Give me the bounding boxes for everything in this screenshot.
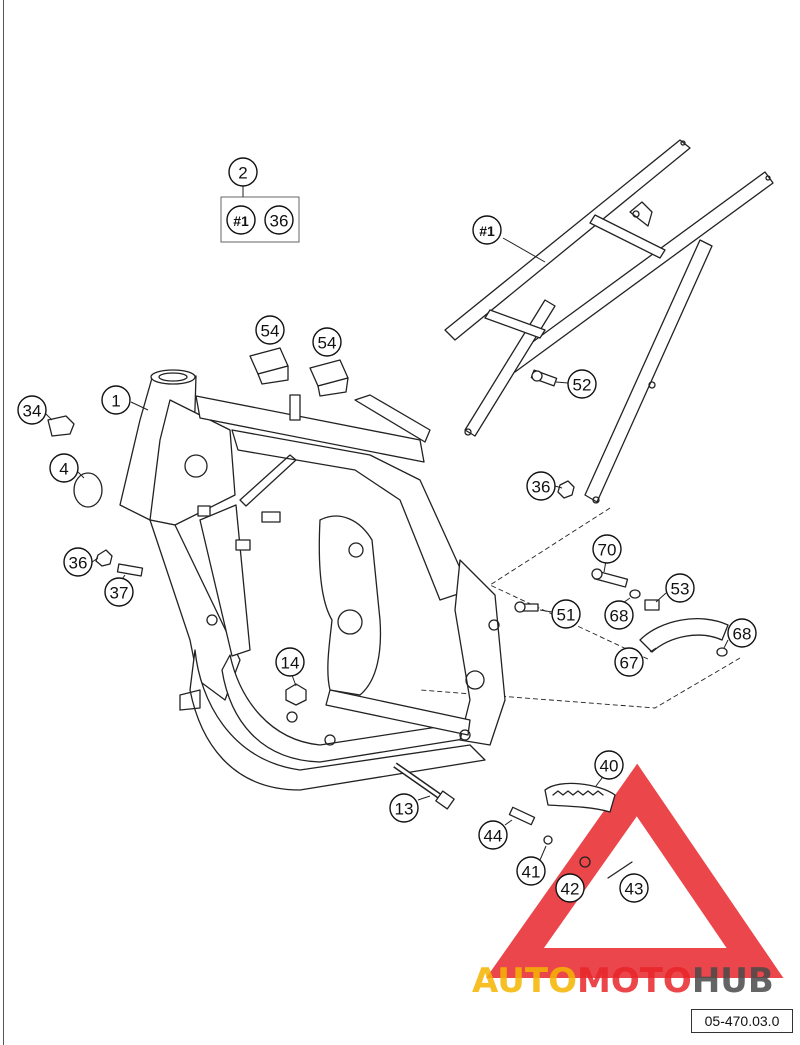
callout-68-b: 68 bbox=[727, 618, 757, 648]
svg-text:70: 70 bbox=[598, 541, 617, 560]
kit-group-box bbox=[220, 196, 300, 243]
footrest-40 bbox=[544, 782, 616, 813]
callout-kit-1: #1 bbox=[226, 205, 256, 235]
callout-subframe-1: #1 bbox=[472, 215, 502, 245]
svg-text:36: 36 bbox=[69, 554, 88, 573]
callout-1: 1 bbox=[101, 385, 131, 415]
callout-37: 37 bbox=[104, 577, 134, 607]
bolt-13 bbox=[393, 762, 455, 810]
callout-4: 4 bbox=[49, 453, 79, 483]
watermark-text: AUTOMOTOHUB bbox=[472, 961, 774, 1001]
callout-40: 40 bbox=[594, 750, 624, 780]
svg-text:1: 1 bbox=[111, 392, 120, 411]
washer-68-a bbox=[629, 589, 641, 599]
spring-41 bbox=[543, 835, 553, 845]
watermark-auto: AUTO bbox=[472, 961, 577, 1001]
svg-text:54: 54 bbox=[261, 322, 280, 341]
pad-54-left bbox=[249, 347, 289, 385]
nut-14 bbox=[285, 683, 307, 706]
callout-70: 70 bbox=[592, 534, 622, 564]
callout-14: 14 bbox=[275, 647, 305, 677]
diagram-code-label: 05-470.03.0 bbox=[691, 1009, 793, 1033]
part-34-clamp bbox=[47, 415, 75, 437]
left-border-line bbox=[3, 0, 4, 1045]
svg-text:53: 53 bbox=[671, 580, 690, 599]
sleeve-53 bbox=[644, 599, 660, 611]
callout-54-left: 54 bbox=[255, 315, 285, 345]
svg-text:67: 67 bbox=[620, 654, 639, 673]
svg-text:44: 44 bbox=[484, 827, 503, 846]
callout-36-front: 36 bbox=[63, 547, 93, 577]
bolt-52 bbox=[530, 369, 558, 387]
screw-37 bbox=[116, 563, 144, 577]
svg-text:68: 68 bbox=[733, 625, 752, 644]
svg-text:13: 13 bbox=[395, 800, 414, 819]
watermark-moto: MOTO bbox=[577, 961, 692, 1001]
svg-text:41: 41 bbox=[522, 863, 541, 882]
svg-text:68: 68 bbox=[610, 607, 629, 626]
svg-text:51: 51 bbox=[557, 606, 576, 625]
svg-text:14: 14 bbox=[281, 654, 300, 673]
svg-text:36: 36 bbox=[532, 478, 551, 497]
svg-text:42: 42 bbox=[561, 880, 580, 899]
washer-42 bbox=[579, 856, 591, 868]
svg-text:34: 34 bbox=[23, 402, 42, 421]
callout-kit-36: 36 bbox=[264, 205, 294, 235]
callout-43: 43 bbox=[619, 873, 649, 903]
assembly-dash-line-2 bbox=[419, 657, 741, 709]
svg-text:#1: #1 bbox=[233, 213, 249, 229]
svg-text:37: 37 bbox=[110, 584, 129, 603]
callout-52: 52 bbox=[567, 369, 597, 399]
callout-54-right: 54 bbox=[312, 327, 342, 357]
callout-2: 2 bbox=[228, 157, 258, 187]
callout-68-a: 68 bbox=[604, 600, 634, 630]
bolt-51 bbox=[514, 601, 539, 613]
svg-text:40: 40 bbox=[600, 757, 619, 776]
svg-text:54: 54 bbox=[318, 334, 337, 353]
svg-text:43: 43 bbox=[625, 880, 644, 899]
nut-36-front bbox=[95, 549, 113, 567]
callout-36-rear: 36 bbox=[526, 471, 556, 501]
main-frame bbox=[119, 369, 506, 791]
nut-36-rear bbox=[557, 480, 575, 499]
pad-54-right bbox=[309, 359, 349, 397]
assembly-dash-line-1 bbox=[489, 507, 651, 661]
callout-51: 51 bbox=[551, 599, 581, 629]
svg-text:4: 4 bbox=[59, 460, 68, 479]
rear-subframe bbox=[444, 139, 774, 504]
callout-13: 13 bbox=[389, 793, 419, 823]
watermark-hub: HUB bbox=[692, 961, 774, 1001]
ring-4 bbox=[73, 472, 103, 508]
callout-53: 53 bbox=[665, 573, 695, 603]
svg-text:52: 52 bbox=[573, 376, 592, 395]
split-pin-43 bbox=[607, 861, 633, 879]
callout-41: 41 bbox=[516, 856, 546, 886]
washer-68-b bbox=[716, 647, 728, 657]
side-stand-67 bbox=[639, 618, 729, 653]
callout-2-text: 2 bbox=[238, 164, 247, 183]
leader-lines bbox=[45, 381, 729, 861]
callout-34: 34 bbox=[17, 395, 47, 425]
watermark-wordmark: AUTOMOTOHUB bbox=[472, 961, 774, 1001]
svg-text:#1: #1 bbox=[479, 223, 495, 239]
callout-67: 67 bbox=[614, 647, 644, 677]
callout-42: 42 bbox=[555, 873, 585, 903]
bolt-70 bbox=[591, 568, 629, 588]
pin-44 bbox=[508, 806, 536, 826]
svg-text:36: 36 bbox=[270, 212, 289, 231]
callout-44: 44 bbox=[478, 820, 508, 850]
